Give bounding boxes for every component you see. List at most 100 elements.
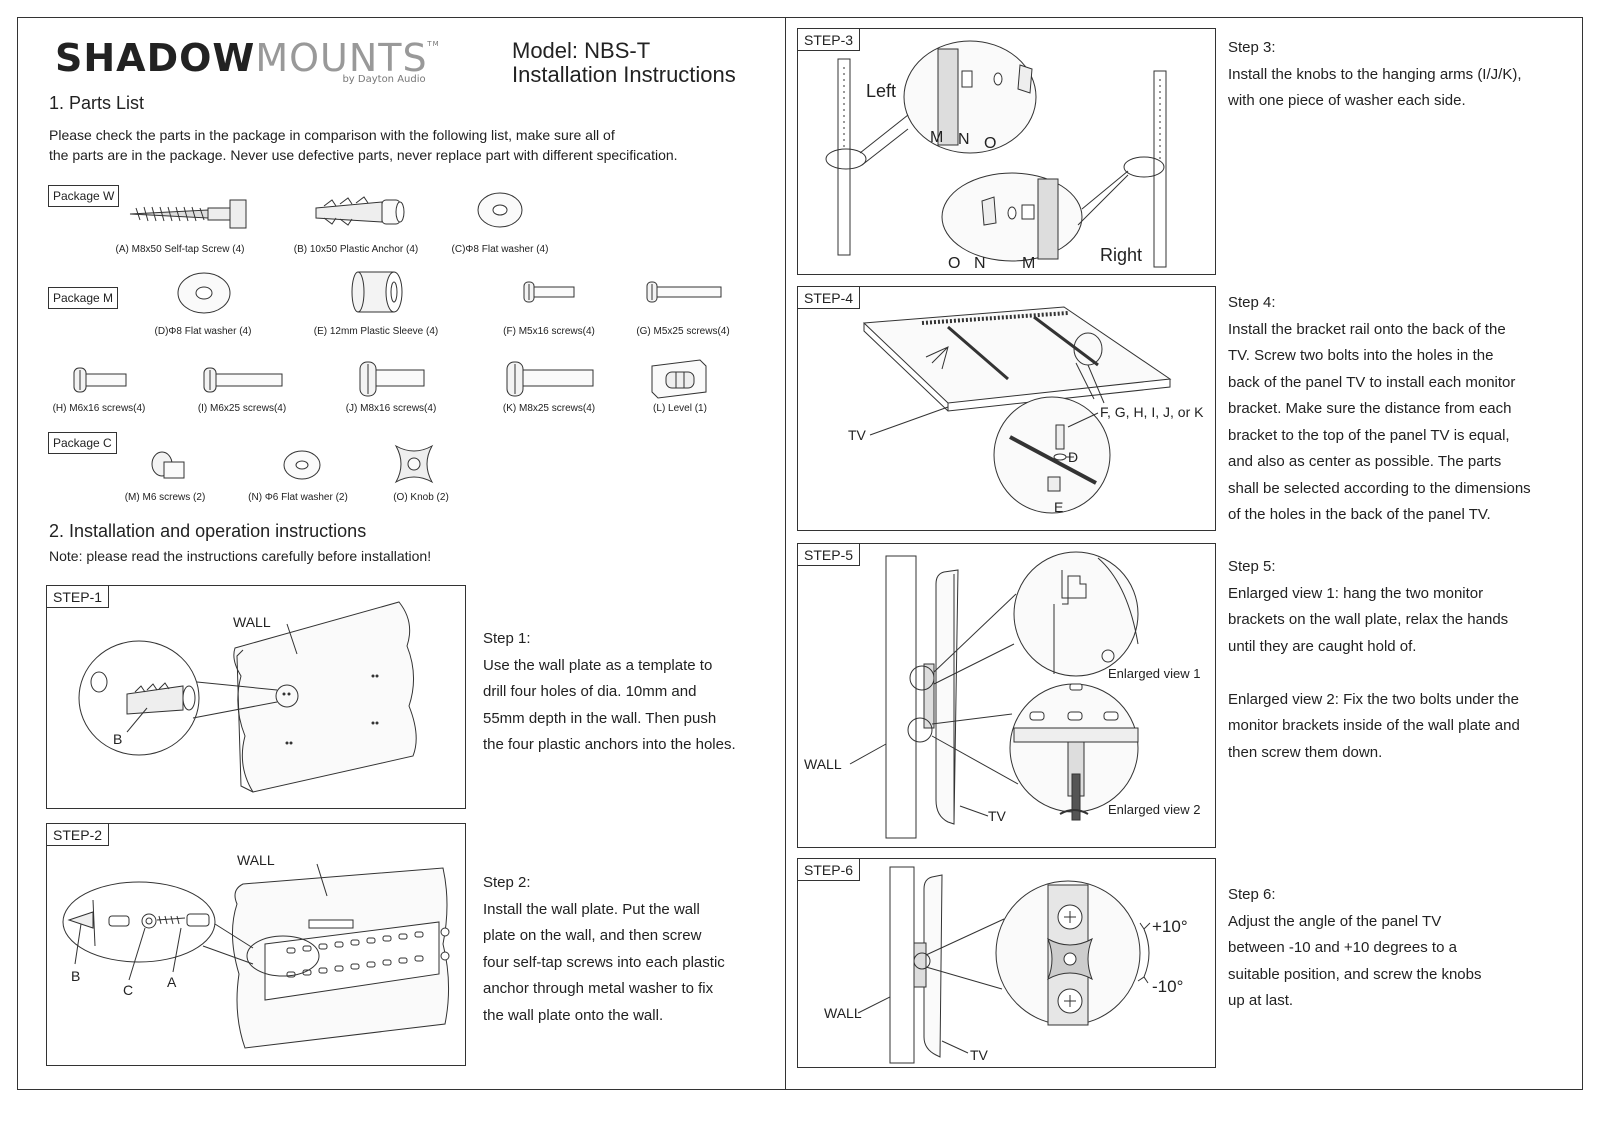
step-4-screw-label: F, G, H, I, J, or K	[1100, 404, 1204, 420]
step-heading: Step 6:	[1228, 886, 1276, 903]
step-2-wall-label: WALL	[237, 852, 275, 868]
part-i-screw-icon	[203, 367, 283, 393]
step-line: anchor through metal washer to fix	[483, 980, 714, 997]
step-line: up at last.	[1228, 992, 1294, 1009]
step-3-o-label: O	[984, 135, 997, 152]
doc-subtitle: Installation Instructions	[512, 62, 736, 87]
step-line: plate on the wall, and then screw	[483, 927, 702, 944]
step-line: Install the bracket rail onto the back o…	[1228, 320, 1506, 338]
step-2-a-label: A	[167, 974, 177, 990]
step-6-wall-label: WALL	[824, 1005, 862, 1021]
step-3-m-label: M	[930, 129, 944, 146]
wall-drilling-illustration	[78, 601, 417, 793]
step-line: Use the wall plate as a template to	[483, 656, 713, 674]
step-2-figure: STEP-2 WALL B C A	[46, 823, 466, 1066]
part-g-screw-icon	[646, 281, 722, 303]
step-heading: Step 3:	[1228, 39, 1276, 56]
step-line: Install the wall plate. Put the wall	[483, 900, 700, 918]
step-line: drill four holes of dia. 10mm and	[483, 683, 697, 700]
part-m-screw-icon	[151, 451, 185, 479]
part-f-screw-icon	[523, 281, 575, 303]
step-line: bracket to the top of the panel TV is eq…	[1228, 426, 1510, 444]
step-3-figure: STEP-3 Left M N O O N M Right	[797, 28, 1216, 275]
step-line: back of the panel TV to install each mon…	[1228, 373, 1516, 391]
package-w-tag: Package W	[48, 185, 120, 207]
part-caption: (I) M6x25 screws(4)	[197, 403, 287, 414]
step-4-d-label: D	[1068, 449, 1079, 465]
logo-trademark: TM	[427, 40, 440, 48]
step-line: the wall plate onto the wall.	[483, 1006, 664, 1024]
step-line: suitable position, and screw the knobs	[1228, 965, 1482, 983]
step-1-b-label: B	[113, 731, 123, 747]
step-line: shall be selected according to the dimen…	[1228, 479, 1531, 497]
wall-plate-install-illustration	[62, 863, 450, 1049]
step-5-tv-label: TV	[988, 808, 1006, 824]
part-caption: (N) Φ6 Flat washer (2)	[248, 492, 348, 503]
part-a-screw-icon	[129, 199, 247, 229]
tv-bracket-illustration	[862, 306, 1172, 514]
step-heading: Step 4:	[1228, 294, 1276, 311]
part-e-sleeve-icon	[351, 271, 403, 313]
step-6-tv-label: TV	[970, 1047, 988, 1063]
logo-subtitle: by Dayton Audio	[342, 74, 426, 85]
part-caption: (F) M5x16 screws(4)	[503, 326, 595, 337]
part-caption: (G) M5x25 screws(4)	[636, 326, 730, 337]
model-title: Model: NBS-T	[512, 38, 651, 63]
step-6-minus10-label: -10°	[1152, 977, 1184, 996]
step-line: monitor brackets inside of the wall plat…	[1228, 717, 1520, 734]
part-caption: (D)Φ8 Flat washer (4)	[154, 326, 252, 337]
part-b-anchor-icon	[315, 196, 405, 226]
step-4-text: Step 4: Install the bracket rail onto th…	[1228, 290, 1573, 529]
step-6-plus10-label: +10°	[1152, 917, 1188, 936]
step-4-figure: STEP-4 TV F, G, H, I, J, or K D E	[797, 286, 1216, 531]
step-line: TV. Screw two bolts into the holes in th…	[1228, 347, 1494, 364]
part-caption: (C)Φ8 Flat washer (4)	[451, 244, 549, 255]
step-line: Enlarged view 2: Fix the two bolts under…	[1228, 690, 1519, 708]
step-line: brackets on the wall plate, relax the ha…	[1228, 611, 1509, 628]
part-l-level-icon	[651, 359, 707, 399]
column-divider	[785, 17, 786, 1090]
parts-intro-1: Please check the parts in the package in…	[49, 127, 615, 143]
step-3-m-label-2: M	[1022, 255, 1036, 272]
package-c-tag: Package C	[48, 432, 117, 454]
part-k-screw-icon	[506, 361, 594, 397]
step-line: with one piece of washer each side.	[1228, 92, 1466, 109]
step-tag: STEP-2	[47, 824, 110, 846]
step-heading: Step 5:	[1228, 558, 1276, 575]
step-3-n-label: N	[958, 131, 970, 148]
part-caption: (O) Knob (2)	[393, 492, 449, 503]
step-heading: Step 1:	[483, 630, 531, 647]
step-line: Install the knobs to the hanging arms (I…	[1228, 65, 1522, 83]
step-4-e-label: E	[1054, 499, 1064, 515]
step-3-n-label-2: N	[974, 255, 986, 272]
part-caption: (H) M6x16 screws(4)	[52, 403, 146, 414]
parts-intro-2: the parts are in the package. Never use …	[49, 147, 678, 163]
part-caption: (L) Level (1)	[653, 403, 707, 414]
step-tag: STEP-4	[798, 287, 861, 309]
step-line: the four plastic anchors into the holes.	[483, 736, 736, 753]
part-o-knob-icon	[394, 444, 434, 484]
step-tag: STEP-5	[798, 544, 861, 566]
step-3-right-label: Right	[1100, 245, 1143, 265]
parts-title: 1. Parts List	[49, 93, 145, 113]
part-caption: (M) M6 screws (2)	[124, 492, 206, 503]
step-5-text: Step 5: Enlarged view 1: hang the two mo…	[1228, 554, 1573, 766]
part-h-screw-icon	[73, 367, 127, 393]
step-6-text: Step 6: Adjust the angle of the panel TV…	[1228, 882, 1573, 1015]
step-line: Enlarged view 1: hang the two monitor	[1228, 584, 1484, 602]
step-4-tv-label: TV	[848, 427, 866, 443]
step-line: until they are caught hold of.	[1228, 637, 1417, 655]
step-tag: STEP-3	[798, 29, 861, 51]
step-1-figure: STEP-1 WALL B	[46, 585, 466, 809]
step-line: and also as center as possible. The part…	[1228, 453, 1502, 470]
part-caption: (J) M8x16 screws(4)	[345, 403, 437, 414]
part-caption: (B) 10x50 Plastic Anchor (4)	[293, 244, 419, 255]
step-5-view2-label: Enlarged view 2	[1108, 802, 1201, 817]
step-line	[1228, 660, 1573, 687]
step-line: bracket. Make sure the distance from eac…	[1228, 400, 1512, 417]
step-2-c-label: C	[123, 982, 134, 998]
brand-logo: SHADOWMOUNTS TM by Dayton Audio	[55, 36, 439, 85]
part-caption: (K) M8x25 screws(4)	[502, 403, 596, 414]
step-tag: STEP-1	[47, 586, 110, 608]
package-m-tag: Package M	[48, 287, 119, 309]
